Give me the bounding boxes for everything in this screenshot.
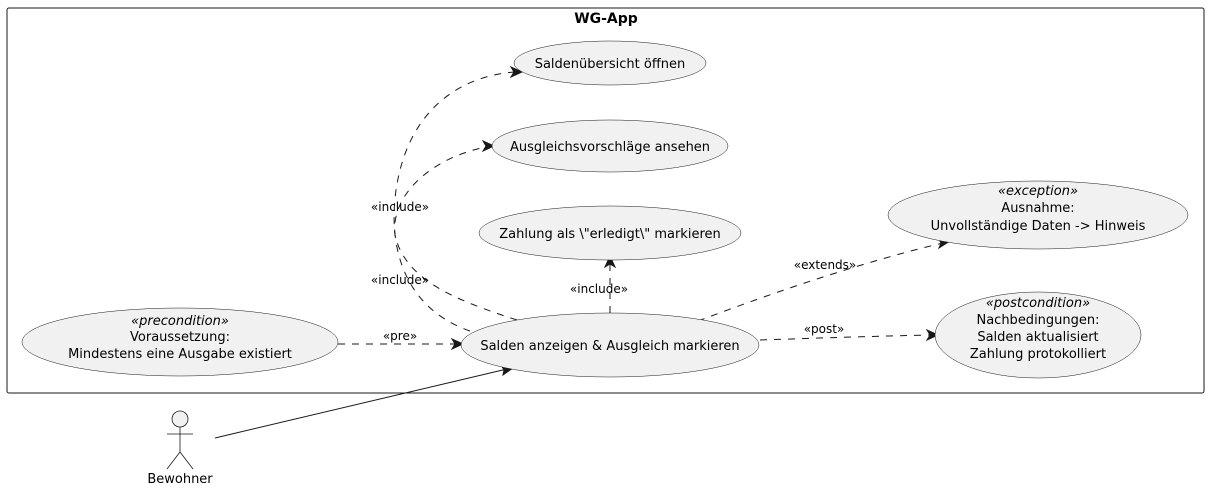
exception-line2: Unvollständige Daten -> Hinweis <box>931 219 1146 234</box>
label-pre: «pre» <box>383 329 417 343</box>
arrowhead-open-overview <box>509 65 524 79</box>
usecase-main[interactable] <box>460 312 760 378</box>
precondition-line1: Voraussetzung: <box>130 330 230 345</box>
postcondition-line1: Nachbedingungen: <box>976 313 1099 328</box>
exception-node <box>887 180 1189 250</box>
postcondition-line3: Zahlung protokolliert <box>970 347 1106 362</box>
system-title: WG-App <box>574 11 638 27</box>
label-include-1: «include» <box>371 200 429 214</box>
postcondition-node <box>934 291 1142 379</box>
usecase-mark-paid[interactable] <box>478 205 742 261</box>
usecase-open-overview[interactable] <box>513 40 707 86</box>
actor-name: Bewohner <box>147 472 213 487</box>
actor-icon[interactable] <box>166 410 194 470</box>
precondition-line2: Mindestens eine Ausgabe existiert <box>68 347 292 362</box>
precondition-stereotype: «precondition» <box>131 314 229 329</box>
system-boundary <box>6 7 1205 394</box>
arrowhead-post <box>925 328 940 342</box>
arrowhead-pre <box>450 337 465 351</box>
postcondition-stereotype: «postcondition» <box>986 296 1090 311</box>
edge-include-open-overview <box>393 71 516 332</box>
usecase-mark-paid-label: Zahlung als \"erledigt\" markieren <box>499 227 721 242</box>
usecase-main-label: Salden anzeigen & Ausgleich markieren <box>480 339 739 354</box>
edge-post <box>759 334 932 341</box>
arrowhead-suggestions <box>481 139 496 153</box>
label-include-3: «include» <box>570 282 628 296</box>
exception-line1: Ausnahme: <box>1001 201 1074 216</box>
label-post: «post» <box>804 322 845 336</box>
arrowhead-mark-paid <box>603 254 617 269</box>
precondition-node <box>21 307 339 377</box>
label-extends: «extends» <box>794 258 857 272</box>
usecase-view-suggestions-label: Ausgleichsvorschläge ansehen <box>510 140 710 155</box>
usecase-open-overview-label: Saldenübersicht öffnen <box>535 57 686 72</box>
usecase-view-suggestions[interactable] <box>491 119 729 173</box>
postcondition-line2: Salden aktualisiert <box>977 330 1098 345</box>
edge-extends <box>697 242 944 322</box>
edge-actor-association <box>214 368 508 439</box>
label-include-2: «include» <box>371 273 429 287</box>
edge-include-suggestions <box>394 146 518 321</box>
exception-stereotype: «exception» <box>998 184 1078 199</box>
